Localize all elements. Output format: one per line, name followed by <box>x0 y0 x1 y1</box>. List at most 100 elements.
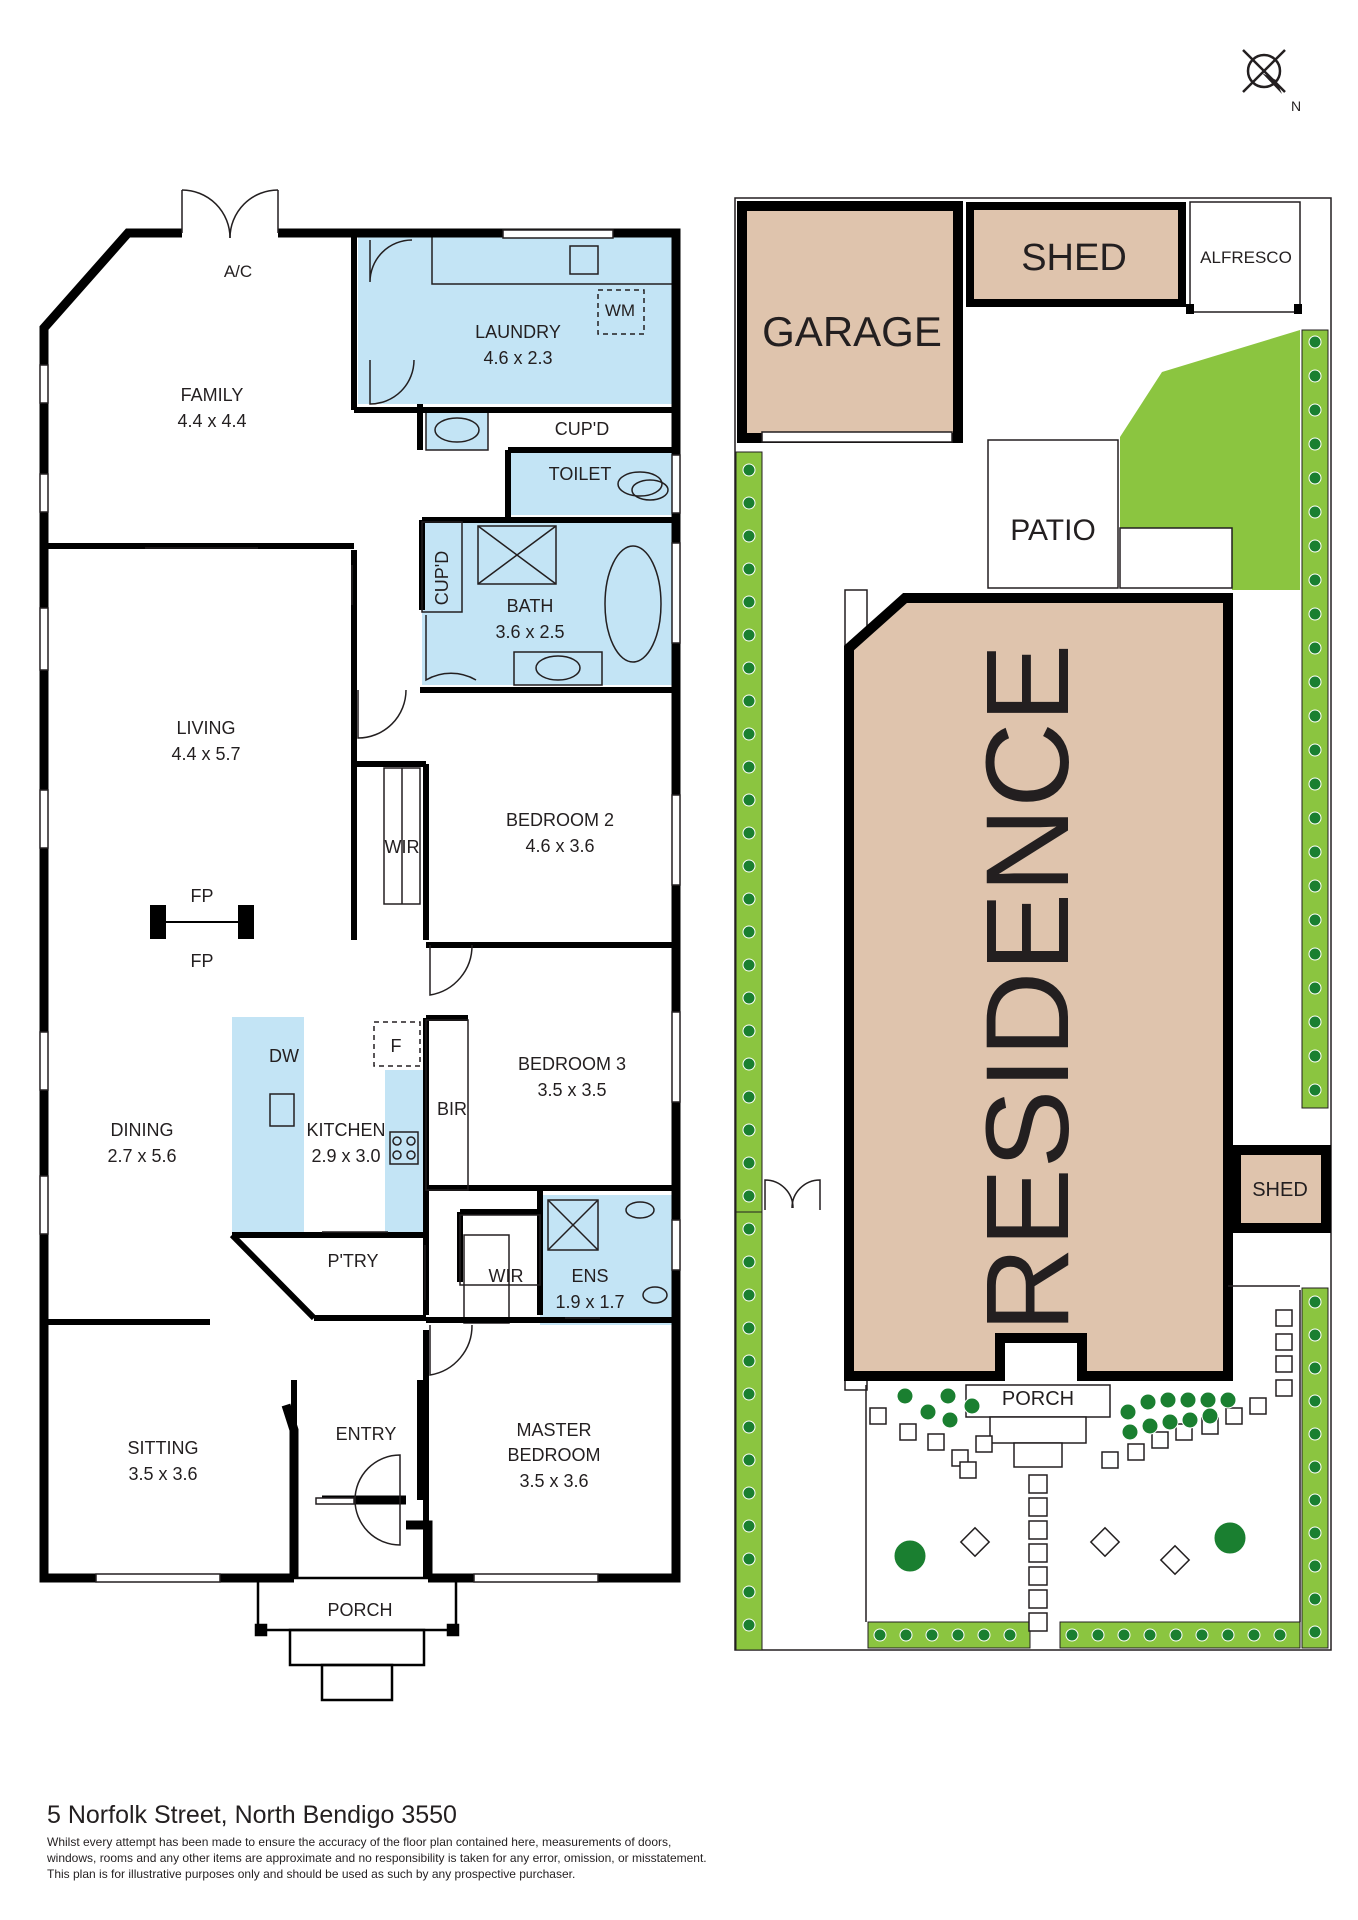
shrub <box>1201 1407 1219 1425</box>
hedge-dot <box>1308 1083 1322 1097</box>
disclaimer: Whilst every attempt has been made to en… <box>47 1834 1247 1882</box>
kitchen-size: 2.9 x 3.0 <box>311 1146 380 1166</box>
hedge-dot <box>1308 777 1322 791</box>
hedge-dot <box>742 661 756 675</box>
sitting-size: 3.5 x 3.6 <box>128 1464 197 1484</box>
hedge-dot <box>1003 1628 1017 1642</box>
property-address: 5 Norfolk Street, North Bendigo 3550 <box>47 1801 457 1829</box>
path-stone <box>1028 1520 1048 1540</box>
bir-label: BIR <box>437 1099 467 1119</box>
path-stone <box>1028 1612 1048 1632</box>
garden-stone <box>1101 1451 1119 1469</box>
path-stone <box>1028 1543 1048 1563</box>
hedge-dot <box>1308 1394 1322 1408</box>
hedge-dot <box>742 1354 756 1368</box>
hedge-dot <box>742 1387 756 1401</box>
hedge-dot <box>1273 1628 1287 1642</box>
master-label-1: MASTER <box>516 1420 591 1440</box>
hedge-dot <box>742 1486 756 1500</box>
shrub <box>1141 1417 1159 1435</box>
hedge-dot <box>742 991 756 1005</box>
hedge-dot <box>742 694 756 708</box>
hedge-dot <box>742 496 756 510</box>
hedge-dot <box>1308 1526 1322 1540</box>
hedge-dot <box>1143 1628 1157 1642</box>
hedge-dot <box>1308 743 1322 757</box>
family-size: 4.4 x 4.4 <box>177 411 246 431</box>
hedge-dot <box>742 1321 756 1335</box>
hedge-dot <box>742 958 756 972</box>
hedge-dot <box>1308 1493 1322 1507</box>
bath-size: 3.6 x 2.5 <box>495 622 564 642</box>
hedge-dot <box>1308 471 1322 485</box>
shrub <box>941 1411 959 1429</box>
doors-windows <box>39 189 681 1583</box>
laundry-size: 4.6 x 2.3 <box>483 348 552 368</box>
hedge-dot <box>742 628 756 642</box>
hedge-dot <box>742 1519 756 1533</box>
hedge-dot <box>742 859 756 873</box>
hedge-dot <box>742 925 756 939</box>
shrub <box>1179 1391 1197 1409</box>
garden-stone <box>1127 1443 1145 1461</box>
bedroom3-size: 3.5 x 3.5 <box>537 1080 606 1100</box>
bedroom2-size: 4.6 x 3.6 <box>525 836 594 856</box>
garden-stone <box>1249 1397 1267 1415</box>
ac-label: A/C <box>224 262 252 281</box>
side-gate <box>764 1179 821 1210</box>
toilet-label: TOILET <box>549 464 612 484</box>
garden-stone-diamond <box>1089 1526 1121 1558</box>
room-labels: A/C LAUNDRY 4.6 x 2.3 WM FAMILY 4.4 x 4.… <box>107 262 635 1620</box>
shrub <box>1181 1411 1199 1429</box>
hedge-dot <box>1308 1427 1322 1441</box>
garden-stone <box>1275 1309 1293 1327</box>
fp-top-label: FP <box>190 886 213 906</box>
garden-stone <box>927 1433 945 1451</box>
family-label: FAMILY <box>181 385 244 405</box>
kitchen-label: KITCHEN <box>306 1120 385 1140</box>
alfresco-label: ALFRESCO <box>1200 248 1292 267</box>
hedge-dots <box>742 335 1322 1642</box>
hedge-dot <box>1308 879 1322 893</box>
cupd-label: CUP'D <box>555 419 609 439</box>
tree <box>893 1539 927 1573</box>
residence-building <box>844 589 1233 1391</box>
hedge-dot <box>742 529 756 543</box>
interior-walls <box>44 233 676 1578</box>
dining-size: 2.7 x 5.6 <box>107 1146 176 1166</box>
path-stone <box>1028 1589 1048 1609</box>
hedge-dot <box>742 1288 756 1302</box>
hedge-dot <box>1247 1628 1261 1642</box>
shrub <box>963 1397 981 1415</box>
hedge-dot <box>1195 1628 1209 1642</box>
path-stone <box>1028 1474 1048 1494</box>
garden-stone <box>975 1435 993 1453</box>
hedge-dot <box>1308 403 1322 417</box>
footer: 5 Norfolk Street, North Bendigo 3550 Whi… <box>47 1800 1247 1882</box>
lawn <box>1120 330 1300 590</box>
garden-stone <box>1275 1355 1293 1373</box>
ens-label: ENS <box>571 1266 608 1286</box>
residence-label: RESIDENCE <box>962 644 1094 1332</box>
hedge-dot <box>1308 335 1322 349</box>
wir-master-label: WIR <box>489 1266 524 1286</box>
hedge-dot <box>1308 1015 1322 1029</box>
hedge-dot <box>1308 539 1322 553</box>
hedge-dot <box>1308 1625 1322 1639</box>
shrub <box>1219 1391 1237 1409</box>
garden-stone-diamond <box>959 1526 991 1558</box>
tree <box>1213 1521 1247 1555</box>
hedge-dot <box>977 1628 991 1642</box>
bedroom2-label: BEDROOM 2 <box>506 810 614 830</box>
hedge-dot <box>742 1189 756 1203</box>
hedge-dot <box>1091 1628 1105 1642</box>
hedge-dot <box>742 1222 756 1236</box>
hedge-dot <box>1308 845 1322 859</box>
hedge-dot <box>1308 913 1322 927</box>
hedge-dot <box>742 463 756 477</box>
shrub <box>1119 1403 1137 1421</box>
shrub <box>1139 1393 1157 1411</box>
hedge-dot <box>873 1628 887 1642</box>
garden-stone <box>1225 1407 1243 1425</box>
sitting-label: SITTING <box>128 1438 199 1458</box>
